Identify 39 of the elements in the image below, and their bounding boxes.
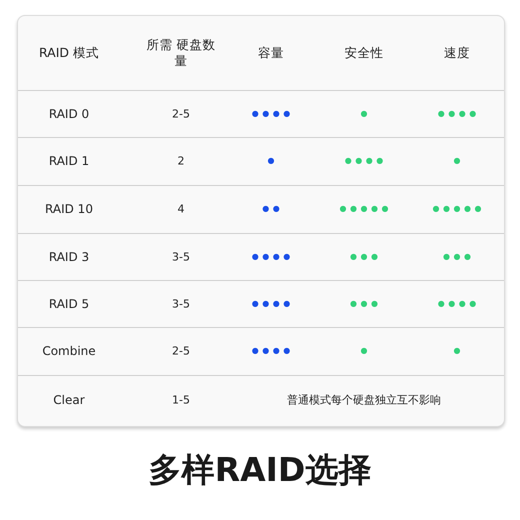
column-header: 速度 — [443, 45, 471, 61]
table-cell: 2-5 — [172, 344, 190, 358]
column-header: 所需 硬盘数量 — [146, 37, 216, 69]
rating-dots: ●●●● — [344, 157, 387, 165]
rating-dots: ●●●● — [250, 300, 294, 308]
rating-dots: ●●●● — [436, 110, 480, 118]
table-cell: RAID 3 — [48, 250, 90, 264]
rating-dots: ● — [452, 347, 464, 355]
column-header: RAID 模式 — [38, 45, 100, 61]
rating-dots: ●●● — [349, 300, 382, 308]
table-cell: Clear — [53, 393, 85, 407]
table-cell: 2-5 — [172, 108, 190, 120]
rating-dots: ● — [360, 110, 371, 118]
table-cell: 普通模式每个硬盘独立互不影响 — [287, 392, 441, 408]
rating-dots: ●●●● — [250, 253, 294, 261]
rating-dots: ●●●● — [436, 300, 480, 308]
table-cell: 3-5 — [172, 298, 190, 310]
table-cell: RAID 10 — [45, 202, 93, 216]
table-cell: RAID 1 — [48, 154, 90, 168]
column-header: 安全性 — [344, 45, 384, 61]
rating-dots: ●●●● — [250, 110, 294, 118]
table-cell: 3-5 — [172, 250, 190, 264]
rating-dots: ●●●●● — [432, 205, 485, 213]
rating-dots: ●● — [261, 205, 284, 213]
rating-dots: ●●●●● — [338, 205, 392, 213]
table-cell: 1-5 — [172, 394, 190, 406]
rating-dots: ●●● — [349, 253, 382, 261]
table-cell: RAID 0 — [48, 107, 90, 121]
rating-dots: ●●●● — [250, 347, 294, 355]
rating-dots: ● — [452, 157, 464, 165]
column-header: 容量 — [257, 45, 285, 61]
table-cell: 4 — [178, 202, 184, 216]
table-cell: RAID 5 — [48, 297, 90, 311]
rating-dots: ● — [360, 347, 371, 355]
table-cell: 2 — [178, 154, 184, 168]
table-cell: Combine — [42, 344, 96, 358]
title: 多样RAID选择 — [148, 449, 372, 491]
rating-dots: ● — [266, 157, 278, 165]
rating-dots: ●●● — [442, 253, 474, 261]
